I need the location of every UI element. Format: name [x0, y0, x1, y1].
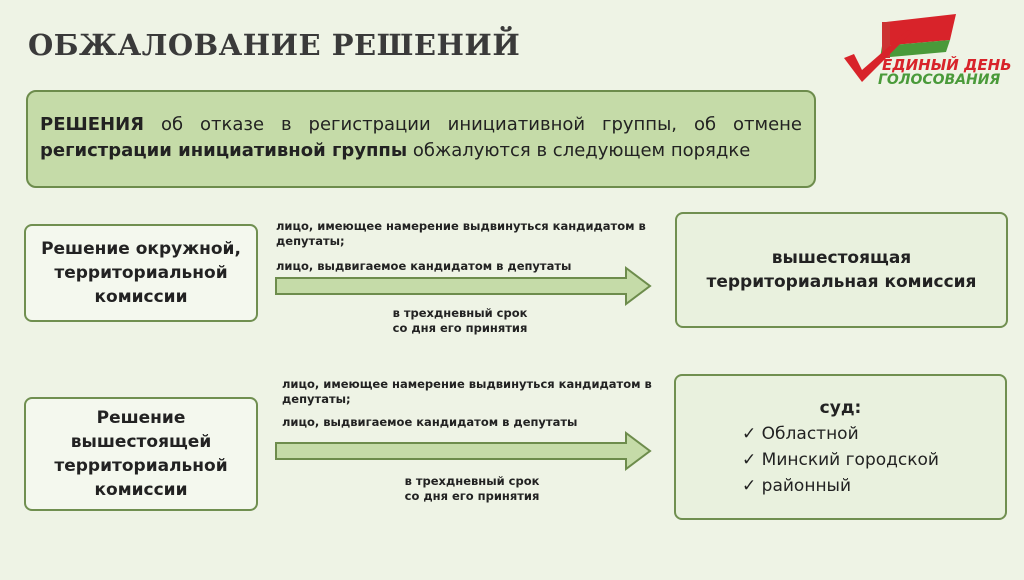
court-item: Минский городской	[742, 447, 939, 473]
applicant-2b: лицо, выдвигаемое кандидатом в депутаты	[282, 415, 578, 429]
header-box: РЕШЕНИЯ об отказе в регистрации инициати…	[26, 90, 816, 188]
logo-line2: ГОЛОСОВАНИЯ	[878, 72, 1001, 88]
court-list: Областной Минский городской районный	[742, 421, 939, 499]
term-2b: со дня его принятия	[404, 489, 540, 503]
applicant-1a: лицо, имеющее намерение выдвинуться канд…	[276, 219, 646, 248]
target-box-1: вышестоящая территориальная комиссия	[675, 212, 1008, 328]
source-box-1: Решение окружной, территориальной комисс…	[24, 224, 258, 322]
page-title: ОБЖАЛОВАНИЕ РЕШЕНИЙ	[28, 28, 521, 62]
arrow-right-icon	[275, 266, 652, 306]
election-day-logo: ЕДИНЫЙ ДЕНЬ ГОЛОСОВАНИЯ	[838, 10, 1018, 90]
header-bold2: регистрации инициативной группы	[40, 140, 408, 161]
target-text-1: вышестоящая территориальная комиссия	[706, 248, 977, 292]
target-box-2: суд: Областной Минский городской районны…	[674, 374, 1007, 520]
court-item: Областной	[742, 421, 939, 447]
header-bold1: РЕШЕНИЯ	[40, 114, 145, 135]
source-text-2: Решение вышестоящей территориальной коми…	[54, 408, 228, 500]
source-text-1: Решение окружной, территориальной комисс…	[41, 239, 241, 307]
header-text2: обжалуются в следующем порядке	[407, 140, 751, 161]
header-text1: об отказе в регистрации инициативной гру…	[144, 114, 802, 135]
court-item: районный	[742, 473, 939, 499]
applicant-1b: лицо, выдвигаемое кандидатом в депутаты	[276, 259, 572, 273]
logo-line1: ЕДИНЫЙ ДЕНЬ	[882, 56, 1012, 74]
term-2a: в трехдневный срок	[404, 474, 540, 488]
applicant-2a: лицо, имеющее намерение выдвинуться канд…	[282, 377, 652, 406]
court-title: суд:	[819, 398, 862, 418]
logo-flag-check-icon	[844, 14, 956, 82]
term-1a: в трехдневный срок	[392, 306, 528, 320]
term-1b: со дня его принятия	[392, 321, 528, 335]
arrow-right-icon	[275, 431, 652, 471]
source-box-2: Решение вышестоящей территориальной коми…	[24, 397, 258, 511]
